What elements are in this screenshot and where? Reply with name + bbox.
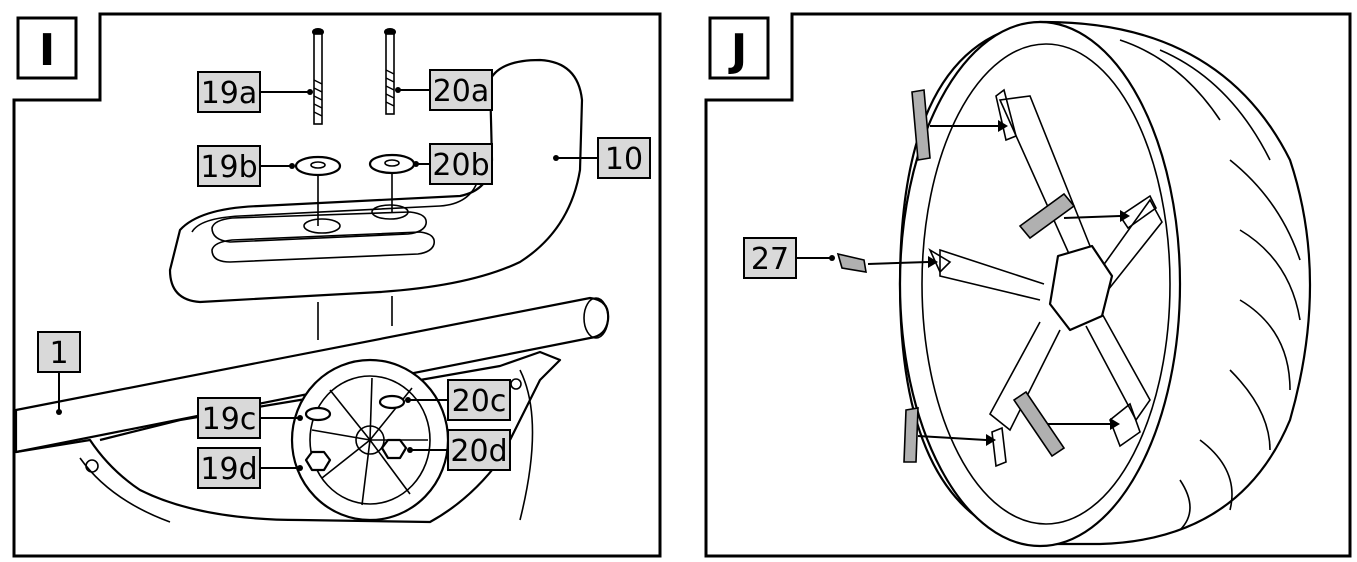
svg-text:20a: 20a	[433, 74, 490, 109]
panel-i-frame	[12, 12, 662, 558]
svg-text:19b: 19b	[200, 150, 257, 185]
tire-tread-pattern	[1119, 39, 1301, 531]
label-27: 27	[743, 237, 835, 279]
spoke-window-lower-right	[1109, 402, 1141, 448]
panel-i-step-letter: I	[39, 25, 55, 76]
seat-slot-2	[211, 231, 436, 263]
cap-left	[836, 252, 867, 273]
svg-text:20b: 20b	[432, 148, 489, 183]
panel-j-step-letter: J	[728, 25, 747, 76]
arrow-cap-right	[1063, 215, 1121, 219]
rim-inner	[921, 43, 1171, 525]
spoke-window-right	[1118, 194, 1158, 230]
label-20d: 20d	[407, 429, 511, 471]
label-20c: 20c	[405, 379, 511, 421]
hub-fan	[290, 358, 450, 522]
svg-text:1: 1	[49, 336, 68, 371]
panel-j-frame	[704, 12, 1352, 558]
seat-hole-20	[371, 204, 409, 220]
washer-19c	[304, 406, 332, 422]
spoke-window-bottom	[991, 426, 1007, 468]
label-20a: 20a	[395, 69, 493, 111]
seat-hole-19	[303, 218, 341, 234]
panel-i-step-box	[16, 16, 78, 80]
arrow-cap-bottom	[917, 435, 987, 441]
chassis-side-edge	[519, 369, 534, 521]
bolt-19a	[312, 28, 324, 125]
label-19d: 19d	[197, 447, 303, 489]
nut-20d	[380, 438, 408, 460]
seat-slot-1	[211, 211, 427, 243]
svg-text:19a: 19a	[201, 76, 258, 111]
seat-top-edge	[191, 179, 479, 233]
chassis-bolt-hole	[85, 459, 99, 473]
label-1: 1	[37, 331, 81, 415]
washer-19b	[294, 155, 342, 177]
axis-lines	[317, 174, 393, 340]
rim-outer	[898, 20, 1182, 548]
panel-j: J	[704, 12, 1352, 558]
svg-text:19d: 19d	[200, 452, 257, 487]
seat	[168, 58, 584, 304]
cap-lower-right	[1012, 390, 1066, 458]
spoke-caps	[836, 89, 1130, 463]
washer-20b	[368, 153, 416, 175]
nut-19d	[304, 450, 332, 472]
rim-hub	[1048, 244, 1114, 332]
svg-text:10: 10	[605, 142, 643, 177]
cap-right	[1018, 192, 1076, 240]
frame-tube-end	[583, 297, 609, 339]
svg-text:19c: 19c	[202, 402, 257, 437]
label-10: 10	[553, 137, 651, 179]
panel-j-step-box	[708, 16, 770, 80]
label-19b: 19b	[197, 145, 295, 187]
arrow-cap-left	[867, 261, 929, 265]
panel-i: I	[12, 12, 662, 558]
cap-top	[911, 89, 931, 161]
label-19a: 19a	[197, 71, 313, 113]
svg-text:27: 27	[751, 242, 789, 277]
svg-text:20c: 20c	[452, 384, 507, 419]
washer-20c	[378, 394, 406, 410]
bolt-20a	[384, 28, 396, 115]
rim-spokes	[939, 95, 1163, 432]
label-20b: 20b	[413, 143, 493, 185]
svg-text:20d: 20d	[450, 434, 507, 469]
cap-bottom	[903, 407, 919, 463]
label-19c: 19c	[197, 397, 303, 439]
wheel	[898, 20, 1312, 548]
